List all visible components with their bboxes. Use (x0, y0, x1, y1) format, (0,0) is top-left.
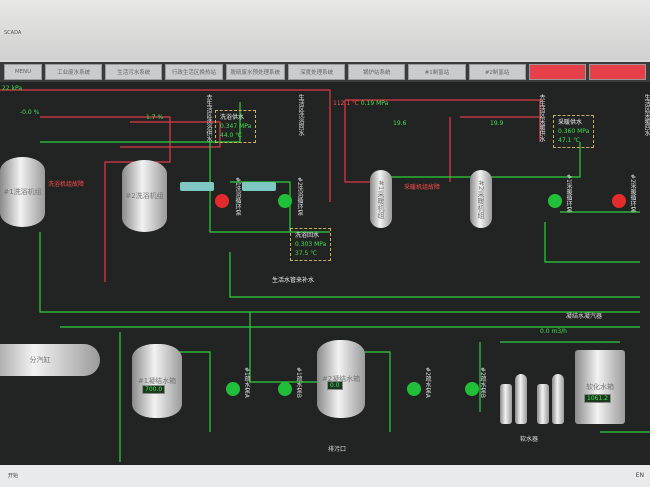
drain-pump-2b[interactable] (465, 382, 479, 396)
bath-pump-2-label: #2洗浴循环泵 (296, 177, 303, 216)
value: 0.0 (540, 328, 550, 335)
temp: 47.1 (558, 137, 572, 144)
pump-1a-label: #1疏水泵A (243, 367, 250, 398)
softener-column (500, 384, 512, 424)
tab-deep-treatment[interactable]: 深度处理系统 (288, 64, 346, 80)
pressure: 0.360 (558, 128, 576, 135)
valve2-opening: 1.7 % (146, 114, 163, 121)
bath-pump-1[interactable] (215, 194, 229, 208)
tab-menu[interactable]: MENU (4, 64, 42, 80)
pipe-network (0, 89, 650, 462)
heating-unit-1[interactable]: #1采暖机组 (370, 170, 392, 228)
title: 洗浴回水 (295, 232, 320, 239)
tab-desulfurization[interactable]: 脱硫废水预处理系统 (225, 64, 286, 80)
temp: 37.5 (295, 250, 309, 257)
unit: ℃ (573, 137, 581, 144)
soft-water-tank[interactable]: 软化水箱 (575, 350, 625, 424)
tab-heat-exchange[interactable]: 行政生活区换热站 (165, 64, 223, 80)
tab-boiler[interactable]: 锅炉站系统 (348, 64, 406, 80)
heating-supply-box: 采暖供水 0.360 MPa 47.1 ℃ (553, 115, 595, 148)
bath-pump-1-label: #1洗浴循环泵 (234, 177, 241, 216)
drain-pump-1a[interactable] (226, 382, 240, 396)
heating-pump-2-label: #2采暖循环泵 (629, 174, 636, 213)
tank2-level: 0.0 (327, 381, 343, 390)
tab-domestic-sewage[interactable]: 生活污水系统 (105, 64, 163, 80)
unit: MPa (376, 100, 389, 107)
heating-pump-1[interactable] (548, 194, 562, 208)
softener-column (537, 384, 549, 424)
status-label (180, 182, 214, 191)
pump-2b-label: #2疏水泵B (479, 367, 486, 398)
tab-alarm-1[interactable] (528, 64, 586, 80)
unit: MPa (577, 128, 590, 135)
pipe-out-label: 去生活区洗浴供水 (205, 94, 212, 142)
bath-pump-2[interactable] (278, 194, 292, 208)
pump-1b-label: #1疏水泵B (295, 367, 302, 398)
language-indicator[interactable]: EN (635, 472, 644, 479)
unit: ℃ (310, 250, 318, 257)
unit: MPa (314, 241, 327, 248)
tank1-level: 700.0 (142, 385, 166, 394)
softener-column (515, 374, 527, 424)
heat-valve1-opening: 19.6 (393, 120, 407, 127)
heating-unit-2[interactable]: #2采暖机组 (470, 170, 492, 228)
pressure: 0.303 (295, 241, 313, 248)
heating-pump-2[interactable] (612, 194, 626, 208)
temp: 112.1 (333, 100, 351, 107)
start-button[interactable]: 开始 (8, 473, 19, 479)
valve1-opening: -0.0 % (20, 109, 39, 116)
window-title-bar (0, 0, 650, 60)
heating-fault-label: 采暖机组故障 (404, 184, 441, 191)
unit: kPa (11, 85, 23, 92)
taskbar (0, 465, 650, 487)
soft-tank-level: 1061.2 (584, 394, 611, 403)
pipe-in-label: 生活区洗浴回水 (297, 94, 304, 136)
softener-column (552, 374, 564, 424)
bath-unit-2[interactable]: #2洗浴机组 (122, 160, 167, 232)
softener-label: 软水器 (520, 436, 539, 443)
unit: m3/h (551, 328, 567, 335)
drain-pump-1b[interactable] (278, 382, 292, 396)
bath-fault-label: 洗浴机组故障 (48, 181, 85, 188)
tab-industrial-wastewater[interactable]: 工业废水系统 (45, 64, 103, 80)
condensate-tank-1[interactable]: #1凝结水箱 (132, 344, 182, 418)
value: 1.7 (146, 114, 156, 121)
pressure: 0.19 (360, 100, 375, 107)
bath-supply-box: 洗浴供水 0.347 MPa 44.0 ℃ (215, 110, 257, 143)
heating-pump-1-label: #1采暖循环泵 (565, 174, 572, 213)
status-label (242, 182, 276, 191)
value: -0.0 (20, 109, 32, 116)
flow-readout: 0.0 m3/h (540, 328, 567, 335)
unit: % (33, 109, 40, 116)
heating-readout: 112.1 ℃ 0.19 MPa (333, 100, 388, 107)
process-diagram: 22 kPa -0.0 % 1.7 % #1洗浴机组 #2洗浴机组 洗浴机组故障… (0, 82, 650, 465)
drain-pump-2a[interactable] (407, 382, 421, 396)
makeup-label: 生活水管来补水 (272, 277, 315, 284)
heat-valve2-opening: 19.9 (490, 120, 504, 127)
title: 采暖供水 (558, 119, 583, 126)
nav-tabs: MENU 工业废水系统 生活污水系统 行政生活区换热站 脱硫废水预处理系统 深度… (0, 62, 650, 82)
tab-hydrogen-1[interactable]: #1制氢站 (408, 64, 466, 80)
condenser-label: 凝结水凝汽器 (566, 313, 603, 320)
pump-2a-label: #2疏水泵A (424, 367, 431, 398)
tab-hydrogen-2[interactable]: #2制氢站 (468, 64, 526, 80)
drain-outlet-label: 排污口 (328, 446, 347, 453)
tab-alarm-2[interactable] (588, 64, 647, 80)
top-pressure: 22 kPa (2, 85, 22, 92)
heat-pipe-out-label: 去生活区采暖供水 (538, 94, 545, 142)
unit: ℃ (352, 100, 359, 107)
bath-return-box: 洗浴回水 0.303 MPa 37.5 ℃ (290, 228, 332, 261)
heat-pipe-in-label: 生活区采暖回水 (643, 94, 650, 136)
window-title: SCADA (4, 30, 22, 36)
bath-unit-1[interactable]: #1洗浴机组 (0, 157, 45, 227)
pressure: 0.347 (220, 123, 238, 130)
steam-header[interactable]: 分汽缸 (0, 344, 100, 376)
unit: MPa (239, 123, 252, 130)
temp: 44.0 (220, 132, 234, 139)
unit: % (157, 114, 164, 121)
unit: ℃ (235, 132, 243, 139)
title: 洗浴供水 (220, 114, 245, 121)
condensate-tank-2[interactable]: #2凝结水箱 (317, 340, 365, 418)
value: 22 (2, 85, 10, 92)
